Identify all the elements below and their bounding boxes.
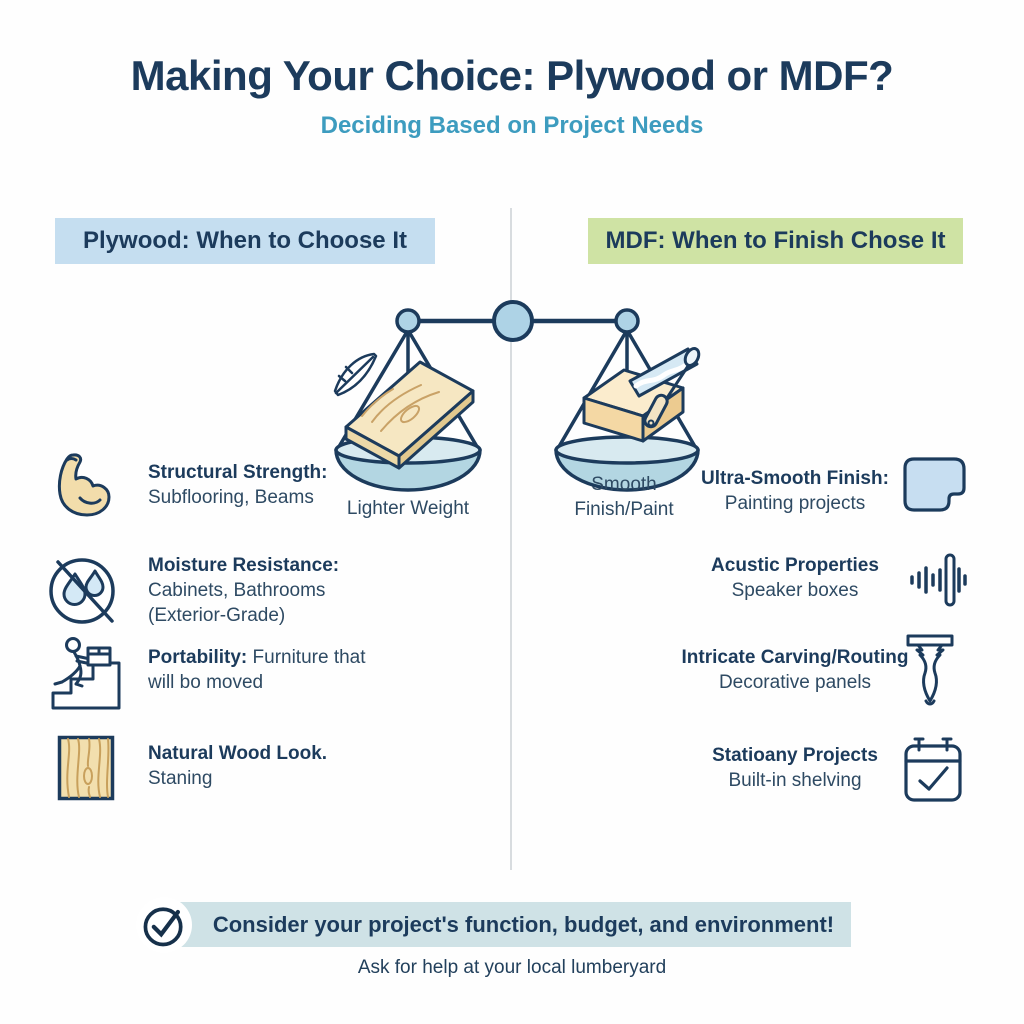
mdf-item-acoustic: Acustic Properties Speaker boxes — [665, 553, 925, 603]
calendar-check-icon — [903, 736, 963, 804]
item-detail: Speaker boxes — [731, 580, 859, 601]
item-detail: Painting projects — [724, 493, 866, 514]
item-detail: Staning — [148, 768, 213, 789]
paint-roller-icon — [628, 347, 701, 429]
mdf-column-header: MDF: When to Finish Chose It — [588, 218, 963, 264]
smooth-panel-icon — [902, 456, 968, 514]
plywood-column-header: Plywood: When to Choose It — [55, 218, 435, 264]
smooth-finish-label: Smooth Finish/Paint — [574, 474, 674, 520]
item-detail: Subflooring, Beams — [148, 487, 314, 508]
carved-leg-icon — [902, 633, 958, 709]
center-divider — [510, 208, 512, 870]
balance-scale-icon — [333, 300, 701, 492]
item-bold-label: Natural Wood Look. — [148, 743, 328, 764]
plywood-item-strength: Structural Strength: Subflooring, Beams — [148, 460, 370, 510]
sound-wave-icon — [908, 550, 968, 610]
item-detail: Furniture that will bo moved — [148, 647, 366, 693]
item-bold-label: Ultra-Smooth Finish: — [701, 468, 889, 489]
page-title: Making Your Choice: Plywood or MDF? — [130, 52, 894, 99]
item-bold-label: Acustic Properties — [711, 555, 879, 576]
item-bold-label: Portability: — [148, 647, 248, 668]
page-subtitle: Deciding Based on Project Needs — [320, 112, 704, 139]
check-circle-icon — [136, 897, 192, 953]
item-bold-label: Statioany Projects — [712, 745, 878, 766]
plywood-item-portability: Portability: Furniture that will bo move… — [148, 645, 370, 695]
bicep-icon — [52, 449, 116, 529]
item-detail: Cabinets, Bathrooms (Exterior-Grade) — [148, 580, 326, 626]
mdf-item-stationary: Statioany Projects Built-in shelving — [665, 743, 925, 793]
item-detail: Built-in shelving — [728, 770, 862, 791]
item-bold-label: Intricate Carving/Routing — [681, 647, 909, 668]
item-detail: Decorative panels — [718, 672, 872, 693]
lighter-weight-label: Lighter Weight — [346, 498, 470, 519]
feather-icon — [333, 352, 378, 397]
item-bold-label: Moisture Resistance: — [148, 555, 340, 576]
mdf-item-carving: Intricate Carving/Routing Decorative pan… — [665, 645, 925, 695]
banner-band: Consider your project's function, budget… — [150, 902, 851, 947]
no-moisture-icon — [46, 546, 118, 628]
plywood-item-moisture: Moisture Resistance: Cabinets, Bathrooms… — [148, 553, 370, 628]
stairs-mover-icon — [48, 634, 124, 712]
plywood-board — [344, 360, 475, 470]
footer-note: Ask for help at your local lumberyard — [357, 957, 667, 978]
item-bold-label: Structural Strength: — [148, 462, 328, 483]
wood-grain-icon — [57, 735, 115, 801]
mdf-item-finish: Ultra-Smooth Finish: Painting projects — [665, 466, 925, 516]
plywood-item-woodlook: Natural Wood Look. Staning — [148, 741, 370, 791]
